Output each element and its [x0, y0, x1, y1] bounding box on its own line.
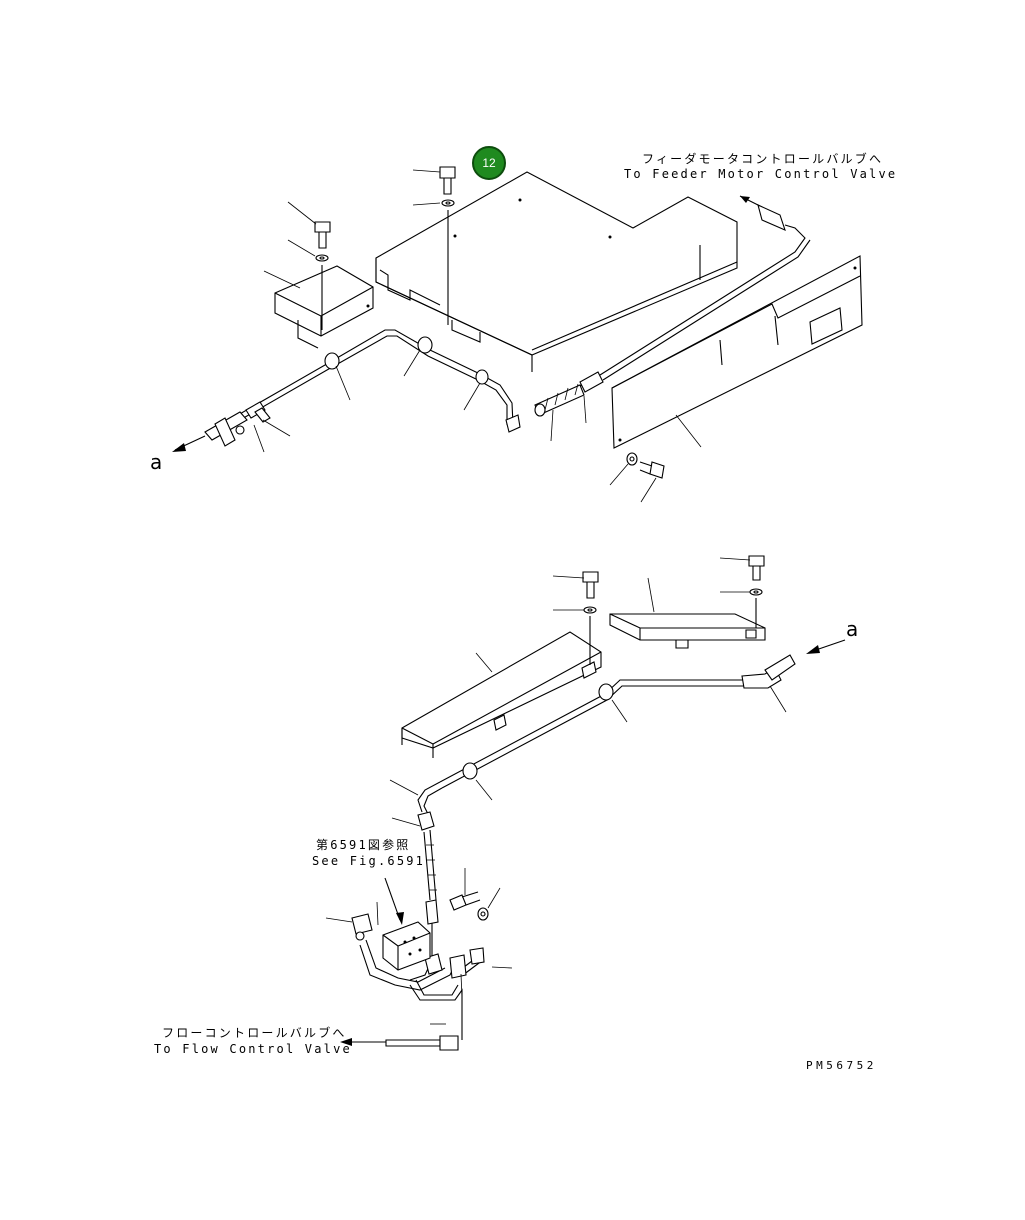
valve-block — [382, 921, 431, 971]
reference-label-jp: 第6591図参照 — [316, 838, 411, 852]
fittings-top — [204, 204, 786, 447]
flow-label-en: To Flow Control Valve — [154, 1042, 352, 1056]
leader-lines-top — [172, 169, 761, 503]
large-cover-plate — [375, 171, 738, 372]
reference-label-en: See Fig.6591 — [312, 854, 426, 868]
drawing-number: PM56752 — [806, 1059, 877, 1072]
long-cover-plate — [401, 631, 602, 758]
small-cover-plate — [274, 265, 374, 349]
connector-label-top: a — [150, 450, 163, 474]
side-cover-plate — [611, 255, 863, 449]
feeder-label-en: To Feeder Motor Control Valve — [624, 167, 898, 181]
fittings-bottom — [351, 654, 796, 1051]
connector-label-bottom: a — [846, 617, 859, 641]
bolts-washers-top — [314, 166, 665, 479]
callout-12[interactable]: 12 — [472, 146, 506, 180]
bolts-washers-bottom — [449, 555, 765, 921]
feeder-label-jp: フィーダモータコントロールバルブへ — [642, 152, 884, 166]
flow-label-jp: フローコントロールバルブへ — [162, 1026, 347, 1040]
bracket-plate — [609, 613, 766, 649]
leader-lines-bottom — [325, 557, 846, 1046]
